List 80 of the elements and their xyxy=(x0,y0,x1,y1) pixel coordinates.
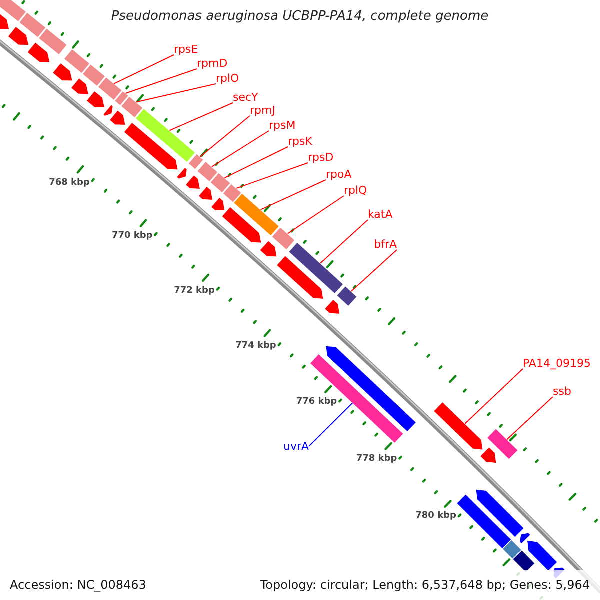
gene-bar xyxy=(134,108,196,164)
leader-line xyxy=(136,84,216,103)
gene-feature xyxy=(519,532,532,545)
gene-bar xyxy=(196,160,219,183)
genome-info-text: Topology: circular; Length: 6,537,648 bp; Genes: 5,964 xyxy=(260,578,590,592)
gene-bar xyxy=(114,90,130,106)
gene-feature xyxy=(475,488,525,538)
scale-label: 770 kbp xyxy=(112,231,153,242)
gene-feature xyxy=(52,62,74,82)
gene-bar xyxy=(82,64,106,88)
scale-label: 778 kbp xyxy=(356,454,398,464)
leader-line xyxy=(260,180,326,210)
gene-label: katA xyxy=(368,208,393,221)
gene-feature xyxy=(176,166,188,180)
gene-bar xyxy=(288,242,344,295)
gene-label: ssb xyxy=(553,385,572,398)
gene-label: rplQ xyxy=(344,184,368,197)
gene-label: rpoA xyxy=(326,168,352,181)
gene-label: rpmJ xyxy=(250,104,276,117)
gene-feature xyxy=(86,90,106,108)
gene-feature xyxy=(184,174,201,190)
gene-label: rpsE xyxy=(174,43,198,56)
leader-line xyxy=(125,68,198,94)
accession-text: Accession: NC_008463 xyxy=(10,578,146,592)
leader-line xyxy=(506,396,554,440)
gene-label: rpsD xyxy=(308,151,334,164)
gene-label: PA14_09195 xyxy=(523,357,591,370)
leader-line xyxy=(114,54,174,84)
gene-bar xyxy=(210,172,232,194)
gene-label: secY xyxy=(233,91,258,104)
gene-label: rplO xyxy=(216,72,240,85)
gene-feature xyxy=(123,122,179,171)
leader-line xyxy=(169,102,234,132)
leader-line xyxy=(224,146,288,179)
scale-label: 774 kbp xyxy=(236,340,276,351)
gene-feature xyxy=(108,110,126,126)
gene-bar xyxy=(336,286,358,308)
leader-line xyxy=(308,402,354,447)
gene-feature xyxy=(70,78,90,96)
leader-line xyxy=(211,130,270,168)
gene-feature xyxy=(221,206,262,244)
gene-bar xyxy=(63,48,91,74)
gene-bar xyxy=(18,12,47,38)
gene-feature xyxy=(324,298,341,315)
gene-label: rpmD xyxy=(197,57,228,70)
leader-line xyxy=(350,250,398,292)
leader-line xyxy=(464,368,524,424)
gene-feature xyxy=(259,240,278,258)
leader-line xyxy=(200,116,250,158)
gene-label: uvrA xyxy=(283,440,309,453)
leader-line xyxy=(287,196,344,234)
gene-feature xyxy=(433,401,484,451)
gene-bar xyxy=(271,226,296,251)
gene-bar xyxy=(233,192,280,237)
gene-feature xyxy=(480,446,498,464)
gene-bar xyxy=(222,183,242,204)
gene-bar xyxy=(188,153,204,170)
gene-feature xyxy=(7,26,30,46)
gene-bar xyxy=(456,494,512,550)
diagram-title: Pseudomonas aeruginosa UCBPP-PA14, complete genome xyxy=(111,9,489,24)
gene-feature xyxy=(26,42,51,63)
gene-label: rpsM xyxy=(269,119,296,132)
scale-label: 768 kbp xyxy=(49,178,90,188)
leader-line xyxy=(320,220,368,264)
gene-feature xyxy=(210,196,226,212)
gene-feature xyxy=(198,186,214,201)
gene-bar xyxy=(97,76,123,102)
gene-feature xyxy=(276,255,324,300)
gene-feature xyxy=(102,104,114,117)
gene-feature xyxy=(526,540,558,572)
gene-bar xyxy=(38,28,68,56)
leader-line xyxy=(236,162,308,189)
gene-bar xyxy=(120,96,144,119)
gene-label: rpsK xyxy=(288,135,312,148)
scale-label: 772 kbp xyxy=(174,286,215,296)
gene-label: bfrA xyxy=(374,238,397,251)
gene-bar xyxy=(486,428,519,460)
gene-bar xyxy=(0,0,28,23)
scale-label: 780 kbp xyxy=(416,511,456,522)
scale-label: 776 kbp xyxy=(296,396,338,407)
